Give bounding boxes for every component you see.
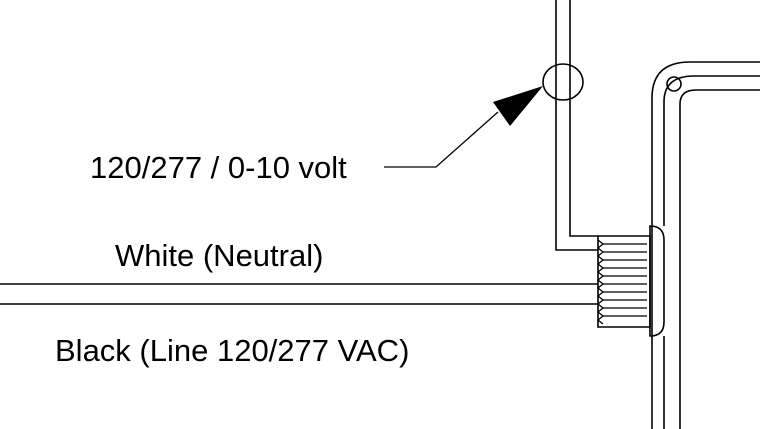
black-wire-label: Black (Line 120/277 VAC) [55, 333, 409, 368]
enclosure-housing [651, 61, 760, 429]
control-wire [555, 0, 598, 251]
callout-leader [384, 86, 543, 168]
control-wire-label: 120/277 / 0-10 volt [90, 150, 347, 185]
mounting-hole [666, 76, 682, 92]
wire-marker-ellipse [542, 63, 584, 101]
main-wire-pair [0, 283, 598, 305]
white-wire-label: White (Neutral) [115, 238, 323, 273]
threaded-fitting [596, 225, 665, 337]
arrowhead [493, 86, 543, 126]
